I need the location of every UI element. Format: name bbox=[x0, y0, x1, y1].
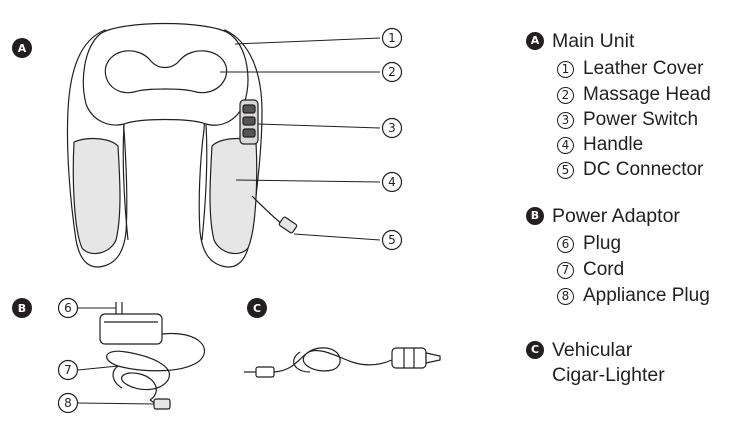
legend-item-leather-cover: 1 Leather Cover bbox=[557, 58, 703, 80]
legend-label-leather-cover: Leather Cover bbox=[583, 58, 704, 79]
legend-num-7: 7 bbox=[557, 261, 574, 279]
callouts-adaptor: 6 7 8 bbox=[57, 297, 79, 414]
callout-8-label: 8 bbox=[64, 396, 72, 410]
legend-label-cord: Cord bbox=[583, 259, 625, 280]
legend-badge-c: C bbox=[526, 341, 544, 359]
legend-item-dc-connector: 5 DC Connector bbox=[557, 159, 703, 181]
legend-vehicular-line1: Vehicular bbox=[552, 339, 633, 361]
dc-connector-plug bbox=[278, 216, 298, 234]
massager-inner-right-edge bbox=[201, 123, 208, 241]
power-switch-button-2 bbox=[242, 116, 256, 126]
handle-right bbox=[209, 137, 258, 255]
legend-power-adaptor-label: Power Adaptor bbox=[552, 205, 680, 227]
power-switch-button-3 bbox=[242, 128, 256, 138]
callouts-main: 1 2 3 4 5 bbox=[381, 27, 403, 251]
callout-2: 2 bbox=[381, 61, 403, 83]
legend-num-6: 6 bbox=[557, 235, 574, 253]
adaptor-cord bbox=[106, 332, 206, 401]
legend-vehicular-line2: Cigar-Lighter bbox=[552, 364, 665, 386]
badge-a-label: A bbox=[18, 42, 27, 55]
callout-6: 6 bbox=[57, 297, 79, 319]
leader-lines-main bbox=[220, 37, 381, 241]
legend-label-handle: Handle bbox=[583, 134, 644, 155]
badge-b-label: B bbox=[18, 302, 26, 315]
legend-vehicular-text: Vehicular Cigar-Lighter bbox=[552, 339, 665, 386]
legend-num-5: 5 bbox=[557, 161, 574, 179]
callout-3-label: 3 bbox=[388, 121, 396, 135]
callout-1: 1 bbox=[381, 27, 403, 49]
callout-4-label: 4 bbox=[388, 175, 396, 189]
cigar-cord-coil bbox=[273, 347, 393, 373]
callout-8: 8 bbox=[57, 392, 79, 414]
legend-label-power-switch: Power Switch bbox=[583, 109, 699, 130]
massager-main-unit bbox=[66, 22, 298, 268]
badge-a: A bbox=[12, 38, 32, 58]
power-switch-button-1 bbox=[242, 104, 256, 114]
callout-3: 3 bbox=[381, 117, 403, 139]
callout-5-label: 5 bbox=[388, 233, 396, 247]
callout-4: 4 bbox=[381, 171, 403, 193]
legend-badge-a: A bbox=[526, 32, 544, 50]
legend-label-massage-head: Massage Head bbox=[583, 84, 711, 105]
massage-head-bumps bbox=[104, 50, 228, 94]
legend-num-3: 3 bbox=[557, 111, 574, 129]
legend-vehicular-title: C Vehicular Cigar-Lighter bbox=[526, 339, 665, 386]
legend-num-8: 8 bbox=[557, 287, 574, 305]
callout-6-label: 6 bbox=[64, 301, 72, 315]
legend-num-4: 4 bbox=[557, 136, 574, 154]
massager-inner-left-edge bbox=[122, 123, 129, 241]
legend-label-dc-connector: DC Connector bbox=[583, 159, 704, 180]
legend-main-unit-title: A Main Unit bbox=[526, 30, 634, 52]
legend-item-handle: 4 Handle bbox=[557, 134, 643, 156]
callout-1-label: 1 bbox=[388, 31, 396, 45]
legend-item-plug: 6 Plug bbox=[557, 233, 621, 255]
dc-connector-cable bbox=[251, 195, 283, 225]
callout-2-label: 2 bbox=[388, 65, 396, 79]
power-adaptor-drawing bbox=[99, 302, 206, 410]
callout-7: 7 bbox=[57, 359, 79, 381]
legend-power-adaptor-title: B Power Adaptor bbox=[526, 205, 680, 227]
leader-lines-adaptor bbox=[77, 307, 155, 405]
legend-item-cord: 7 Cord bbox=[557, 259, 624, 281]
legend-main-unit-label: Main Unit bbox=[552, 30, 635, 52]
handle-left bbox=[72, 137, 121, 255]
legend-item-appliance-plug: 8 Appliance Plug bbox=[557, 285, 710, 307]
legend-item-power-switch: 3 Power Switch bbox=[557, 109, 698, 131]
legend-item-massage-head: 2 Massage Head bbox=[557, 84, 711, 106]
legend-badge-b: B bbox=[526, 207, 544, 225]
legend-label-plug: Plug bbox=[583, 233, 622, 254]
legend-num-1: 1 bbox=[557, 60, 574, 78]
legend-label-appliance-plug: Appliance Plug bbox=[583, 285, 710, 306]
badge-c: C bbox=[247, 298, 267, 318]
badge-c-label: C bbox=[253, 302, 261, 315]
badge-b: B bbox=[12, 298, 32, 318]
cigar-lighter-drawing bbox=[244, 347, 441, 378]
callout-5: 5 bbox=[381, 229, 403, 251]
legend-num-2: 2 bbox=[557, 86, 574, 104]
callout-7-label: 7 bbox=[64, 363, 72, 377]
